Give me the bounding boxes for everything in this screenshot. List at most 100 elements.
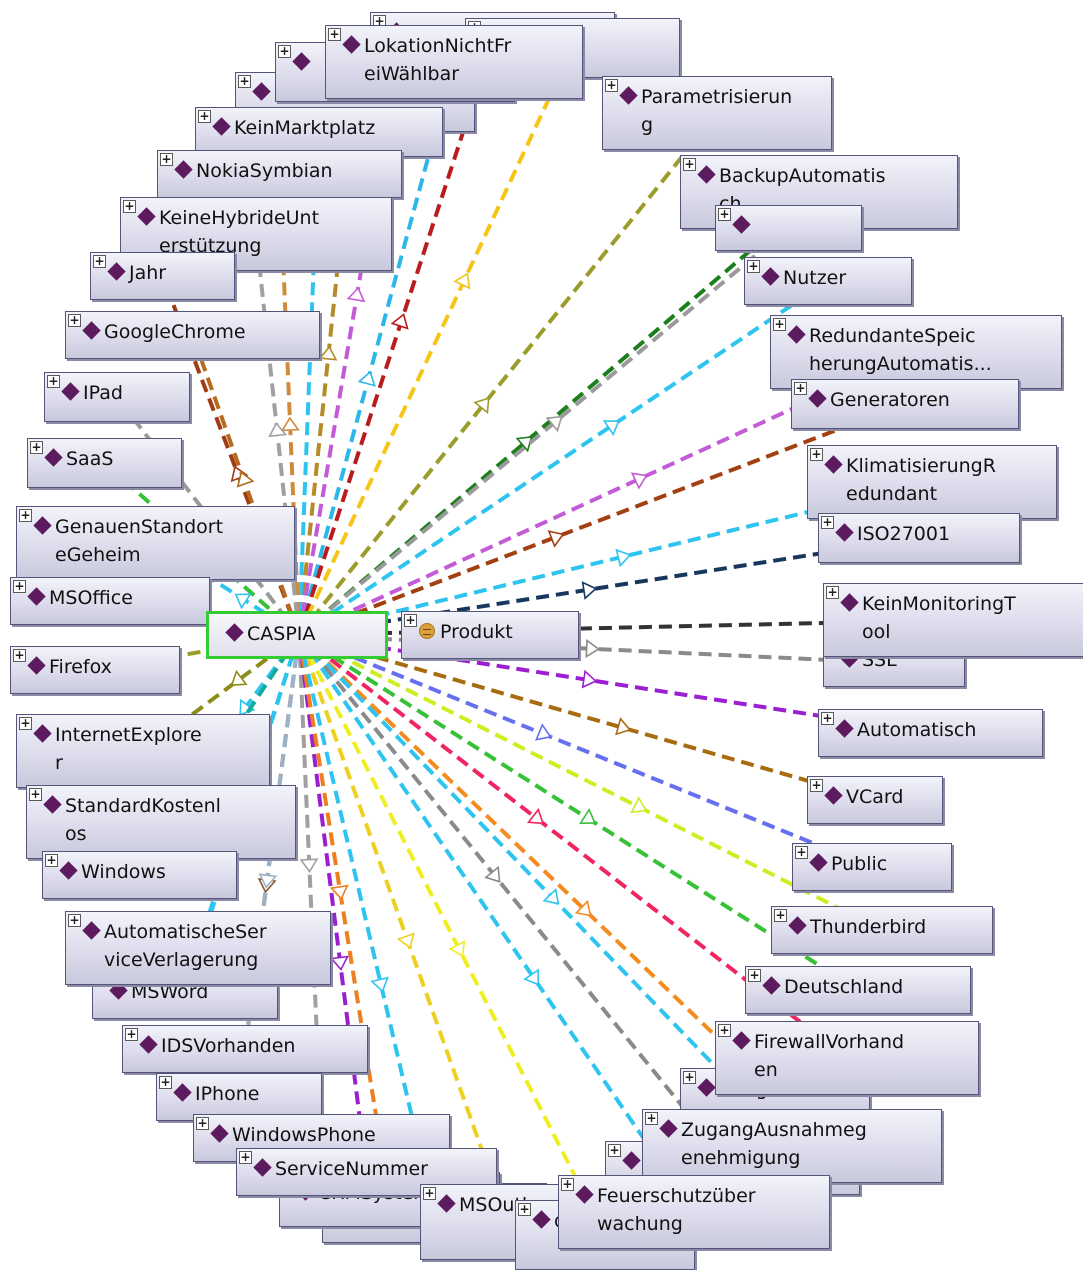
expand-toggle-icon[interactable]: + (19, 716, 32, 730)
expand-toggle-icon[interactable]: + (13, 579, 26, 593)
expand-toggle-icon[interactable]: + (278, 44, 291, 58)
node-label: VCard (846, 786, 904, 808)
edge-arrowhead-klima (615, 548, 632, 568)
individual-node-firewallvorhand-en[interactable]: +FirewallVorhand en (715, 1021, 979, 1095)
individual-diamond-icon (824, 455, 843, 474)
expand-toggle-icon[interactable]: + (160, 152, 173, 166)
edge-caspia-to-winphone (297, 634, 324, 1139)
individual-diamond-icon (619, 86, 638, 105)
expand-toggle-icon[interactable]: + (239, 1150, 252, 1164)
individual-diamond-icon (809, 853, 828, 872)
individual-node-automatisch[interactable]: +Automatisch (818, 709, 1043, 757)
individual-node-klimatisierungr-edundant[interactable]: + KlimatisierungR edundant (807, 445, 1057, 519)
individual-node-googlechrome[interactable]: +GoogleChrome (65, 311, 320, 359)
node-label: ISO27001 (857, 523, 951, 545)
class-node-produkt[interactable]: +Produkt (401, 611, 579, 659)
individual-node-parametrisierun-g[interactable]: +Parametrisierun g (602, 76, 832, 150)
expand-toggle-icon[interactable]: + (810, 447, 823, 461)
expand-toggle-icon[interactable]: + (328, 27, 341, 41)
expand-toggle-icon[interactable]: + (826, 585, 839, 599)
focus-node-caspia[interactable]: +CASPIA (206, 611, 388, 659)
expand-toggle-icon[interactable]: + (47, 374, 60, 388)
expand-toggle-icon[interactable]: + (19, 508, 32, 522)
individual-node-thunderbird[interactable]: +Thunderbird (771, 906, 993, 954)
node-label: KlimatisierungR edundant (846, 455, 996, 505)
expand-toggle-icon[interactable]: + (198, 109, 211, 123)
individual-diamond-icon (697, 1078, 716, 1097)
individual-node-nokiasymbian[interactable]: +NokiaSymbian (157, 150, 402, 198)
expand-toggle-icon[interactable]: + (404, 613, 417, 627)
individual-node-deutschland[interactable]: +Deutschland (745, 966, 971, 1014)
individual-node-keinmonitoringt-ool[interactable]: +KeinMonitoringT ool (823, 583, 1083, 657)
expand-toggle-icon[interactable]: + (774, 908, 787, 922)
expand-toggle-icon[interactable]: + (518, 1202, 531, 1216)
edge-arrowhead-zugang-back (484, 865, 501, 883)
individual-node-vcard[interactable]: + VCard (807, 776, 943, 824)
individual-node-windows[interactable]: +Windows (42, 851, 237, 899)
expand-toggle-icon[interactable]: + (773, 317, 786, 331)
expand-toggle-icon[interactable]: + (68, 313, 81, 327)
edge-caspia-to-firewall (297, 633, 849, 1060)
expand-toggle-icon[interactable]: + (748, 968, 761, 982)
individual-node-ipad[interactable]: +IPad (44, 372, 190, 422)
expand-toggle-icon[interactable]: + (30, 440, 43, 454)
individual-node-genauenstandort-egeheim[interactable]: + GenauenStandort eGeheim (16, 506, 295, 580)
expand-toggle-icon[interactable]: + (810, 778, 823, 792)
expand-toggle-icon[interactable]: + (718, 207, 731, 221)
expand-toggle-icon[interactable]: + (13, 648, 26, 662)
edge-arrowhead-crm-back2 (370, 976, 389, 993)
individual-diamond-icon (532, 1210, 551, 1229)
individual-node-generatoren[interactable]: +Generatoren (791, 379, 1019, 429)
individual-node-firefox[interactable]: +Firefox (10, 646, 180, 694)
expand-toggle-icon[interactable]: + (645, 1111, 658, 1125)
edge-caspia-to-thunderbird (298, 633, 883, 932)
expand-toggle-icon[interactable]: + (238, 74, 251, 88)
individual-node-feuerschutz-ber-wachung[interactable]: +Feuerschutzüber wachung (558, 1175, 830, 1249)
edge-arrowhead-crm (329, 884, 349, 901)
expand-toggle-icon[interactable]: + (45, 853, 58, 867)
individual-node-iso27001[interactable]: + ISO27001 (818, 513, 1020, 563)
individual-node-public[interactable]: +Public (792, 843, 952, 891)
individual-node-idsvorhanden[interactable]: + IDSVorhanden (122, 1025, 368, 1073)
individual-node-saas[interactable]: +SaaS (27, 438, 182, 488)
individual-node-msoffice[interactable]: +MSOffice (10, 577, 210, 625)
node-label: RedundanteSpeic herungAutomatis... (809, 325, 992, 375)
individual-diamond-icon (808, 389, 827, 408)
node-label: MSWord (131, 981, 209, 1003)
individual-node-iphone[interactable]: +IPhone (156, 1073, 322, 1121)
expand-toggle-icon[interactable]: + (423, 1186, 436, 1200)
expand-toggle-icon[interactable]: + (29, 787, 42, 801)
individual-node-redundantespeic-herungautomatis[interactable]: + RedundanteSpeic herungAutomatis... (770, 315, 1062, 389)
individual-diamond-icon (252, 82, 271, 101)
expand-toggle-icon[interactable]: + (747, 259, 760, 273)
expand-toggle-icon[interactable]: + (93, 254, 106, 268)
individual-node-jahr[interactable]: +Jahr (90, 252, 235, 300)
expand-toggle-icon[interactable]: + (605, 78, 618, 92)
expand-toggle-icon[interactable]: + (683, 157, 696, 171)
expand-toggle-icon[interactable]: + (123, 199, 136, 213)
expand-toggle-icon[interactable]: + (795, 845, 808, 859)
individual-node-internetexplore-r[interactable]: +InternetExplore r (16, 714, 270, 788)
expand-toggle-icon[interactable]: + (125, 1027, 138, 1041)
individual-node-lokationnichtfr-eiw-hlbar[interactable]: +LokationNichtFr eiWählbar (325, 25, 583, 99)
individual-node-zugangausnahmeg-enehmigung[interactable]: +ZugangAusnahmeg enehmigung (642, 1109, 942, 1183)
expand-toggle-icon[interactable]: + (718, 1023, 731, 1037)
individual-node-standardkostenl-os[interactable]: +StandardKostenl os (26, 785, 296, 859)
individual-node-nutzer[interactable]: +Nutzer (744, 257, 912, 305)
expand-toggle-icon[interactable]: + (159, 1075, 172, 1089)
individual-node-keinmarktplatz[interactable]: +KeinMarktplatz (195, 107, 443, 157)
node-label: GenauenStandort eGeheim (55, 516, 224, 566)
individual-node-automatischeser-viceverlagerung[interactable]: +AutomatischeSer viceVerlagerung (65, 911, 331, 985)
individual-node-ssv[interactable]: + (715, 205, 862, 251)
expand-toggle-icon[interactable]: + (561, 1177, 574, 1191)
expand-toggle-icon[interactable]: + (683, 1070, 696, 1084)
expand-toggle-icon[interactable]: + (608, 1143, 621, 1157)
node-label: IDSVorhanden (161, 1035, 296, 1057)
expand-toggle-icon[interactable]: + (821, 711, 834, 725)
expand-toggle-icon[interactable]: + (68, 913, 81, 927)
individual-diamond-icon (840, 593, 859, 612)
expand-toggle-icon[interactable]: + (794, 381, 807, 395)
expand-toggle-icon[interactable]: + (196, 1116, 209, 1130)
expand-toggle-icon[interactable]: + (821, 515, 834, 529)
